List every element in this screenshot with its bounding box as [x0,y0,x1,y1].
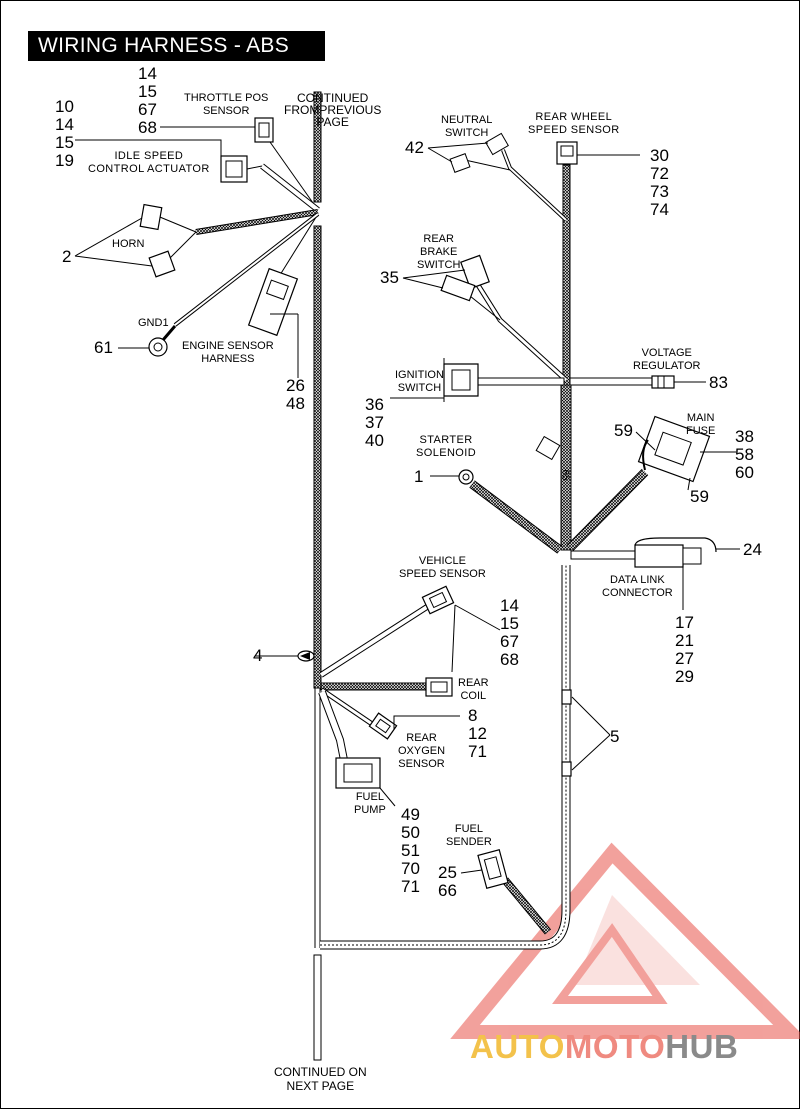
rear-coil-connector-icon [425,677,453,697]
main-fuse-label: MAIN FUSE [686,412,716,437]
fuel-pump-ref-numbers: 49 50 51 70 71 [401,805,420,896]
watermark-part-1: AUTO [470,1028,565,1065]
voltage-regulator-label: VOLTAGE REGULATOR [633,347,701,372]
main-trunk-upper [313,91,322,203]
rear-wheel-sensor-connector-icon [556,141,578,165]
starter-solenoid-label: STARTER SOLENOID [416,434,477,459]
neutral-switch-connector-icon [449,132,509,173]
fuel-pump-connector-icon [335,757,381,789]
gnd1-label: GND1 [138,317,169,329]
clip-ref-number: 4 [253,646,263,665]
watermark-part-2: MOTO [564,1028,666,1065]
rear-coil-label: REAR COIL [458,677,489,702]
watermark-part-3: HUB [665,1028,739,1065]
throttle-ref-numbers: 14 15 67 68 [138,64,157,137]
idle-actuator-connector-icon [220,155,263,183]
bottom-harness [320,565,571,950]
rear-oxygen-label: REAR OXYGEN SENSOR [398,732,446,770]
data-link-label: DATA LINK CONNECTOR [602,574,673,599]
continued-previous-label: CONTINUED FROMPREVIOUS PAGE [284,91,382,129]
vehicle-speed-ref-numbers: 14 15 67 68 [500,596,519,669]
starter-ref-number: 1 [414,467,424,486]
rear-oxygen-ref-numbers: 8 12 71 [468,706,487,761]
watermark-text: AUTOMOTOHUB [470,1028,738,1066]
fuel-sender-label: FUEL SENDER [446,823,492,848]
data-link-ref-number: 24 [743,540,762,559]
vehicle-speed-label: VEHICLE SPEED SENSOR [399,555,486,580]
rear-brake-label: REAR BRAKE SWITCH [417,233,461,271]
main-fuse-ref-top: 59 [614,421,633,440]
engine-sensor-label: ENGINE SENSOR HARNESS [182,340,274,365]
voltage-ref-number: 83 [709,373,728,392]
harness-clip-icon [297,650,315,662]
main-fuse-holder-icon [566,415,711,552]
right-upper-branches [464,149,653,386]
clips-ref-number: 5 [610,727,620,746]
starter-solenoid-terminal-icon [458,469,563,554]
main-trunk [313,225,322,1061]
ground-ring-icon [148,325,177,357]
rear-wheel-label: REAR WHEEL SPEED SENSOR [528,111,620,136]
gnd-ref-number: 61 [94,338,113,357]
main-fuse-ref-bottom: 59 [690,487,709,506]
neutral-switch-label: NEUTRAL SWITCH [441,114,493,139]
ignition-switch-label: IGNITION SWITCH [395,369,444,394]
leader-lines [74,126,740,874]
continued-next-label: CONTINUED ON NEXT PAGE [274,1065,367,1093]
lower-branches [318,602,552,935]
data-link-connector-icon [570,537,717,568]
page-title: WIRING HARNESS - ABS [28,31,325,61]
horn-label: HORN [112,238,145,250]
rear-brake-switch-connector-icon [440,254,490,302]
rear-brake-ref-number: 35 [380,268,399,287]
idle-actuator-label: IDLE SPEED CONTROL ACTUATOR [88,150,210,175]
rear-oxygen-connector-icon [368,712,398,740]
small-connector-icon [535,435,561,461]
main-fuse-ref-right: 38 58 60 [735,427,754,482]
horn-connector-icon [139,203,176,278]
engine-sensor-ref-numbers: 26 48 [286,376,305,413]
data-link-ref-numbers: 17 21 27 29 [675,613,694,686]
fuel-sender-ref-numbers: 25 66 [438,863,457,900]
neutral-ref-number: 42 [405,138,424,157]
horn-ref-number: 2 [62,247,72,266]
fuel-sender-connector-icon [477,848,509,890]
ignition-ref-numbers: 36 37 40 [365,395,384,450]
throttle-sensor-connector-icon [254,117,274,143]
fuel-pump-label: FUEL PUMP [354,791,386,816]
wire-mark-label: 65 [559,469,571,481]
rear-wheel-ref-numbers: 30 72 73 74 [650,146,669,219]
ignition-switch-connector-icon [443,358,479,402]
upper-left-branches [154,141,320,327]
throttle-sensor-label: THROTTLE POS SENSOR [184,92,269,117]
vehicle-speed-sensor-connector-icon [421,585,455,615]
engine-sensor-connector-icon [247,267,299,337]
voltage-regulator-connector-icon [651,375,675,389]
right-trunk [560,164,572,777]
idle-ref-numbers: 10 14 15 19 [55,97,74,170]
